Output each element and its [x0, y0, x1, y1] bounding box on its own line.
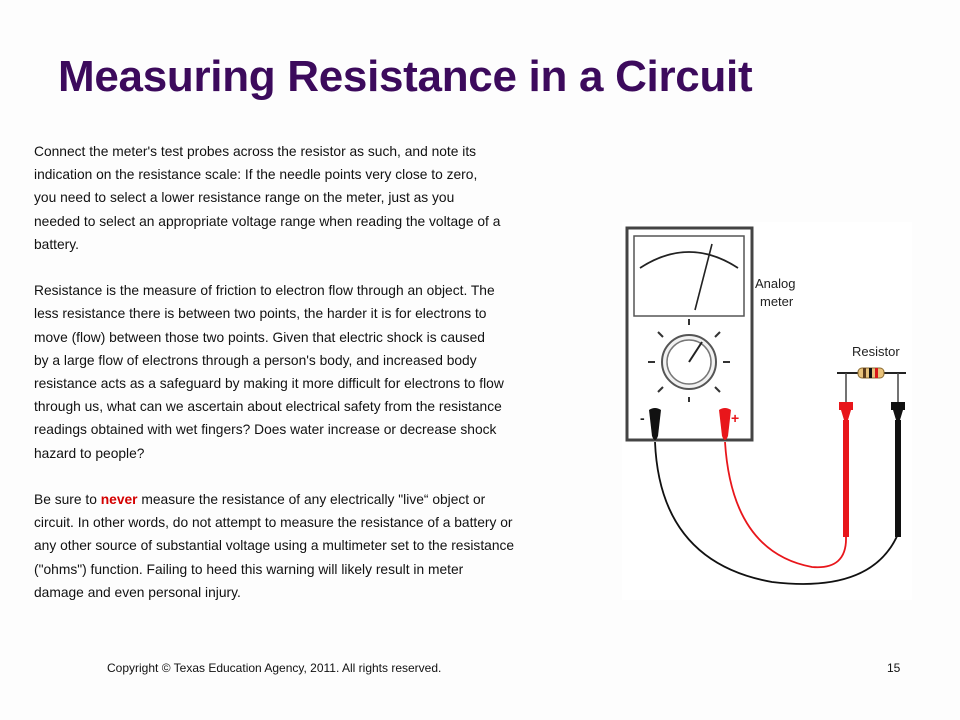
- black-probe: [891, 402, 905, 537]
- text-line: damage and even personal injury.: [34, 584, 241, 600]
- resistor-component: [837, 367, 906, 404]
- text-line: move (flow) between those two points. Gi…: [34, 329, 485, 345]
- meter-label-line: meter: [760, 294, 794, 309]
- text-line: less resistance there is between two poi…: [34, 306, 487, 322]
- text-line: Be sure to never measure the resistance …: [34, 488, 604, 511]
- page-number: 15: [887, 661, 901, 675]
- text-fragment: measure the resistance of any electrical…: [137, 492, 486, 508]
- resistor-label: Resistor: [852, 344, 900, 359]
- meter-needle: [694, 243, 713, 311]
- minus-sign: -: [640, 410, 645, 426]
- analog-meter-label: Analog meter: [755, 276, 799, 309]
- text-line: any other source of substantial voltage …: [34, 538, 515, 554]
- text-line: resistance acts as a safeguard by making…: [34, 376, 504, 392]
- text-line: ("ohms") function. Failing to heed this …: [34, 561, 464, 577]
- text-line: readings obtained with wet fingers? Does…: [34, 422, 497, 438]
- paragraph-connect-probes: Connect the meter's test probes across t…: [34, 140, 604, 256]
- warning-emphasis: never: [100, 492, 138, 508]
- slide-title: Measuring Resistance in a Circuit: [58, 52, 753, 101]
- paragraph-resistance-definition: Resistance is the measure of friction to…: [34, 279, 604, 465]
- text-line: through us, what can we ascertain about …: [34, 399, 502, 415]
- red-probe-plug: [719, 408, 731, 440]
- text-line: Resistance is the measure of friction to…: [34, 283, 495, 299]
- black-test-lead: [654, 441, 899, 585]
- body-text: Connect the meter's test probes across t…: [34, 140, 604, 627]
- meter-scale-arc: [639, 251, 739, 269]
- black-probe-plug: [649, 408, 661, 440]
- meter-label-line: Analog: [755, 276, 795, 291]
- text-line: hazard to people?: [34, 445, 145, 461]
- range-selector-dial: [648, 319, 730, 402]
- text-line: indication on the resistance scale: If t…: [34, 167, 478, 183]
- copyright-footer: Copyright © Texas Education Agency, 2011…: [107, 661, 442, 675]
- text-line: battery.: [34, 236, 79, 252]
- text-line: you need to select a lower resistance ra…: [34, 190, 455, 206]
- text-line: Connect the meter's test probes across t…: [34, 144, 477, 159]
- meter-resistor-illustration: - + Analog meter Resistor: [622, 222, 912, 600]
- text-line: by a large flow of electrons through a p…: [34, 352, 477, 368]
- red-probe: [839, 402, 853, 537]
- paragraph-safety-warning: Be sure to never measure the resistance …: [34, 488, 604, 604]
- meter-display-window: [633, 235, 745, 317]
- text-line: circuit. In other words, do not attempt …: [34, 515, 513, 531]
- plus-sign: +: [731, 410, 739, 426]
- text-line: needed to select an appropriate voltage …: [34, 213, 501, 229]
- text-fragment: Be sure to: [34, 492, 101, 508]
- red-test-lead: [724, 441, 847, 569]
